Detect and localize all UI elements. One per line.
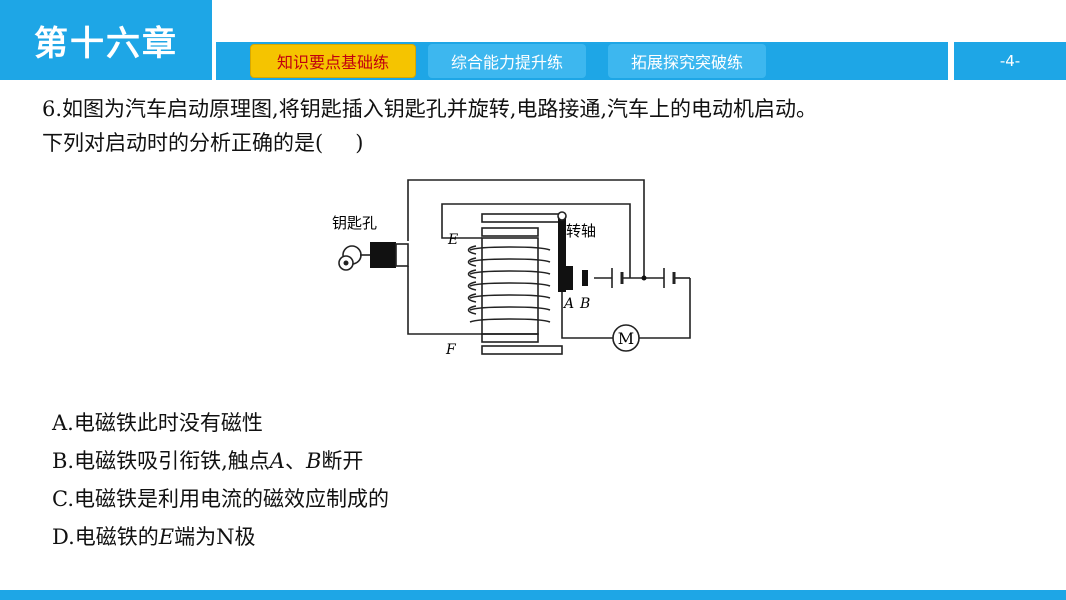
armature-top-plate <box>481 213 563 223</box>
circuit-diagram: M 钥匙孔 转轴 E F A B <box>332 179 691 358</box>
option-b[interactable]: B.电磁铁吸引衔铁,触点A、B断开 <box>52 442 389 480</box>
contact-b <box>582 270 588 286</box>
tab-extension-practice[interactable]: 拓展探究突破练 <box>608 44 766 78</box>
question-line-2: 下列对启动时的分析正确的是() <box>42 126 1032 160</box>
contact-a <box>566 266 573 290</box>
keyhole-block <box>370 242 396 268</box>
label-e: E <box>447 232 458 248</box>
option-text-pre: 电磁铁的 <box>74 525 159 549</box>
option-a[interactable]: A.电磁铁此时没有磁性 <box>52 404 389 442</box>
core-top-cap <box>481 227 539 237</box>
option-text-pre: 电磁铁吸引衔铁,触点 <box>74 449 270 473</box>
question-line-2-suffix: ) <box>355 131 364 155</box>
core-bottom-plate <box>481 345 563 355</box>
label-f: F <box>445 342 457 358</box>
question-line-2-prefix: 下列对启动时的分析正确的是( <box>42 131 324 155</box>
tab-comprehensive-practice[interactable]: 综合能力提升练 <box>428 44 586 78</box>
option-letter: A. <box>52 411 74 435</box>
option-text-post: 断开 <box>321 449 364 473</box>
option-text: 电磁铁是利用电流的磁效应制成的 <box>74 487 389 511</box>
option-var-a: A <box>269 449 285 473</box>
tab-basic-practice[interactable]: 知识要点基础练 <box>250 44 416 78</box>
footer-bar <box>0 590 1066 600</box>
inner-wire <box>441 203 631 278</box>
key-icon <box>338 245 370 271</box>
option-c[interactable]: C.电磁铁是利用电流的磁效应制成的 <box>52 480 389 518</box>
core-bottom-cap <box>481 333 539 343</box>
option-var-b: B <box>305 449 322 473</box>
left-wire <box>407 266 482 335</box>
option-var-e: E <box>158 525 175 549</box>
option-d[interactable]: D.电磁铁的E端为N极 <box>52 518 389 556</box>
pivot-point <box>557 211 567 221</box>
option-text: 电磁铁此时没有磁性 <box>73 411 263 435</box>
armature-lever <box>558 216 566 292</box>
chapter-title: 第十六章 <box>0 0 212 80</box>
label-a: A <box>562 296 574 312</box>
pivot-label: 转轴 <box>566 222 596 240</box>
keyhole-label: 钥匙孔 <box>332 214 377 232</box>
option-letter: B. <box>52 449 75 473</box>
option-letter: C. <box>52 487 74 511</box>
motor-symbol <box>612 324 640 352</box>
motor-label: M <box>618 329 634 348</box>
question-stem: 6.如图为汽车启动原理图,将钥匙插入钥匙孔并旋转,电路接通,汽车上的电动机启动。… <box>42 92 1032 160</box>
option-text-post: 端为N极 <box>174 525 256 549</box>
coil <box>467 245 551 323</box>
answer-options: A.电磁铁此时没有磁性 B.电磁铁吸引衔铁,触点A、B断开 C.电磁铁是利用电流… <box>52 404 389 556</box>
key-hole-dot <box>343 260 349 266</box>
label-b: B <box>579 296 590 312</box>
question-line-1: 6.如图为汽车启动原理图,将钥匙插入钥匙孔并旋转,电路接通,汽车上的电动机启动。 <box>42 97 818 121</box>
option-letter: D. <box>52 525 75 549</box>
option-separator: 、 <box>284 449 306 473</box>
page-number: -4- <box>954 42 1066 80</box>
top-wire <box>407 179 645 278</box>
junction-dot <box>641 275 647 281</box>
keyhole-socket <box>395 243 409 267</box>
